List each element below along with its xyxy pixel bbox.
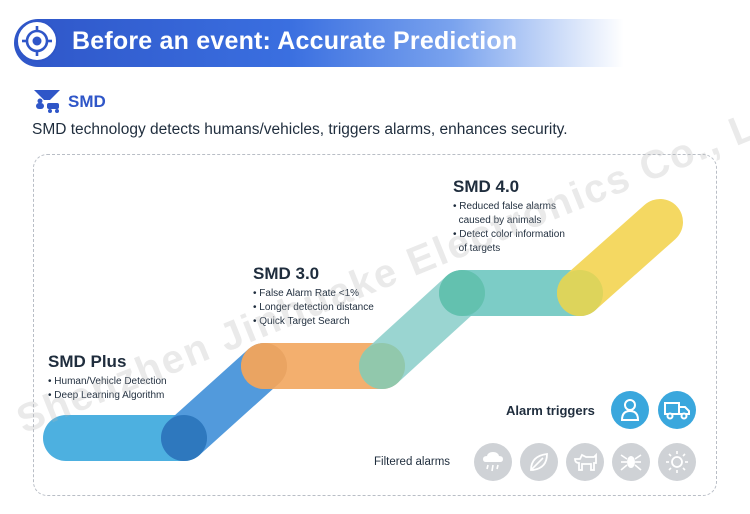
filtered-alarms-label: Filtered alarms — [374, 456, 451, 468]
section-label: SMD — [68, 92, 106, 111]
human-icon — [611, 391, 649, 429]
smd-filter-icon — [32, 88, 62, 119]
alarm-triggers-label: Alarm triggers — [506, 403, 595, 418]
joint-4 — [439, 270, 485, 316]
joint-3 — [241, 343, 287, 389]
stage-bullets-smd-4: Reduced false alarms caused by animals D… — [453, 200, 565, 256]
list-item: caused by animals — [458, 215, 542, 226]
stage-title-smd-3: SMD 3.0 — [253, 264, 320, 283]
page-title: Before an event: Accurate Prediction — [72, 27, 518, 55]
insect-icon — [612, 443, 650, 481]
rain-icon — [474, 443, 512, 481]
stage-bullets-smd-plus: Human/Vehicle Detection Deep Learning Al… — [48, 375, 167, 403]
section-description: SMD technology detects humans/vehicles, … — [32, 121, 568, 138]
list-item: of targets — [458, 243, 501, 254]
list-item: False Alarm Rate <1% — [253, 287, 374, 301]
joint-2 — [359, 343, 405, 389]
joint-1 — [161, 415, 207, 461]
vehicle-icon — [658, 391, 696, 429]
list-item: Detect color information — [453, 228, 565, 242]
list-item: Deep Learning Algorithm — [48, 389, 167, 403]
leaf-icon — [520, 443, 558, 481]
stage-title-smd-4: SMD 4.0 — [453, 177, 520, 196]
target-icon — [16, 20, 58, 62]
header-banner — [14, 19, 624, 67]
list-item: Human/Vehicle Detection — [48, 375, 166, 389]
list-item: Quick Target Search — [253, 315, 374, 329]
stage-bullets-smd-3: False Alarm Rate <1% Longer detection di… — [253, 287, 374, 329]
stage-title-smd-plus: SMD Plus — [48, 352, 127, 371]
list-item: Longer detection distance — [253, 301, 374, 315]
joint-5 — [557, 270, 603, 316]
list-item: Reduced false alarms — [453, 200, 565, 214]
content-panel — [33, 154, 717, 496]
animal-icon — [566, 443, 604, 481]
light-icon — [658, 443, 696, 481]
